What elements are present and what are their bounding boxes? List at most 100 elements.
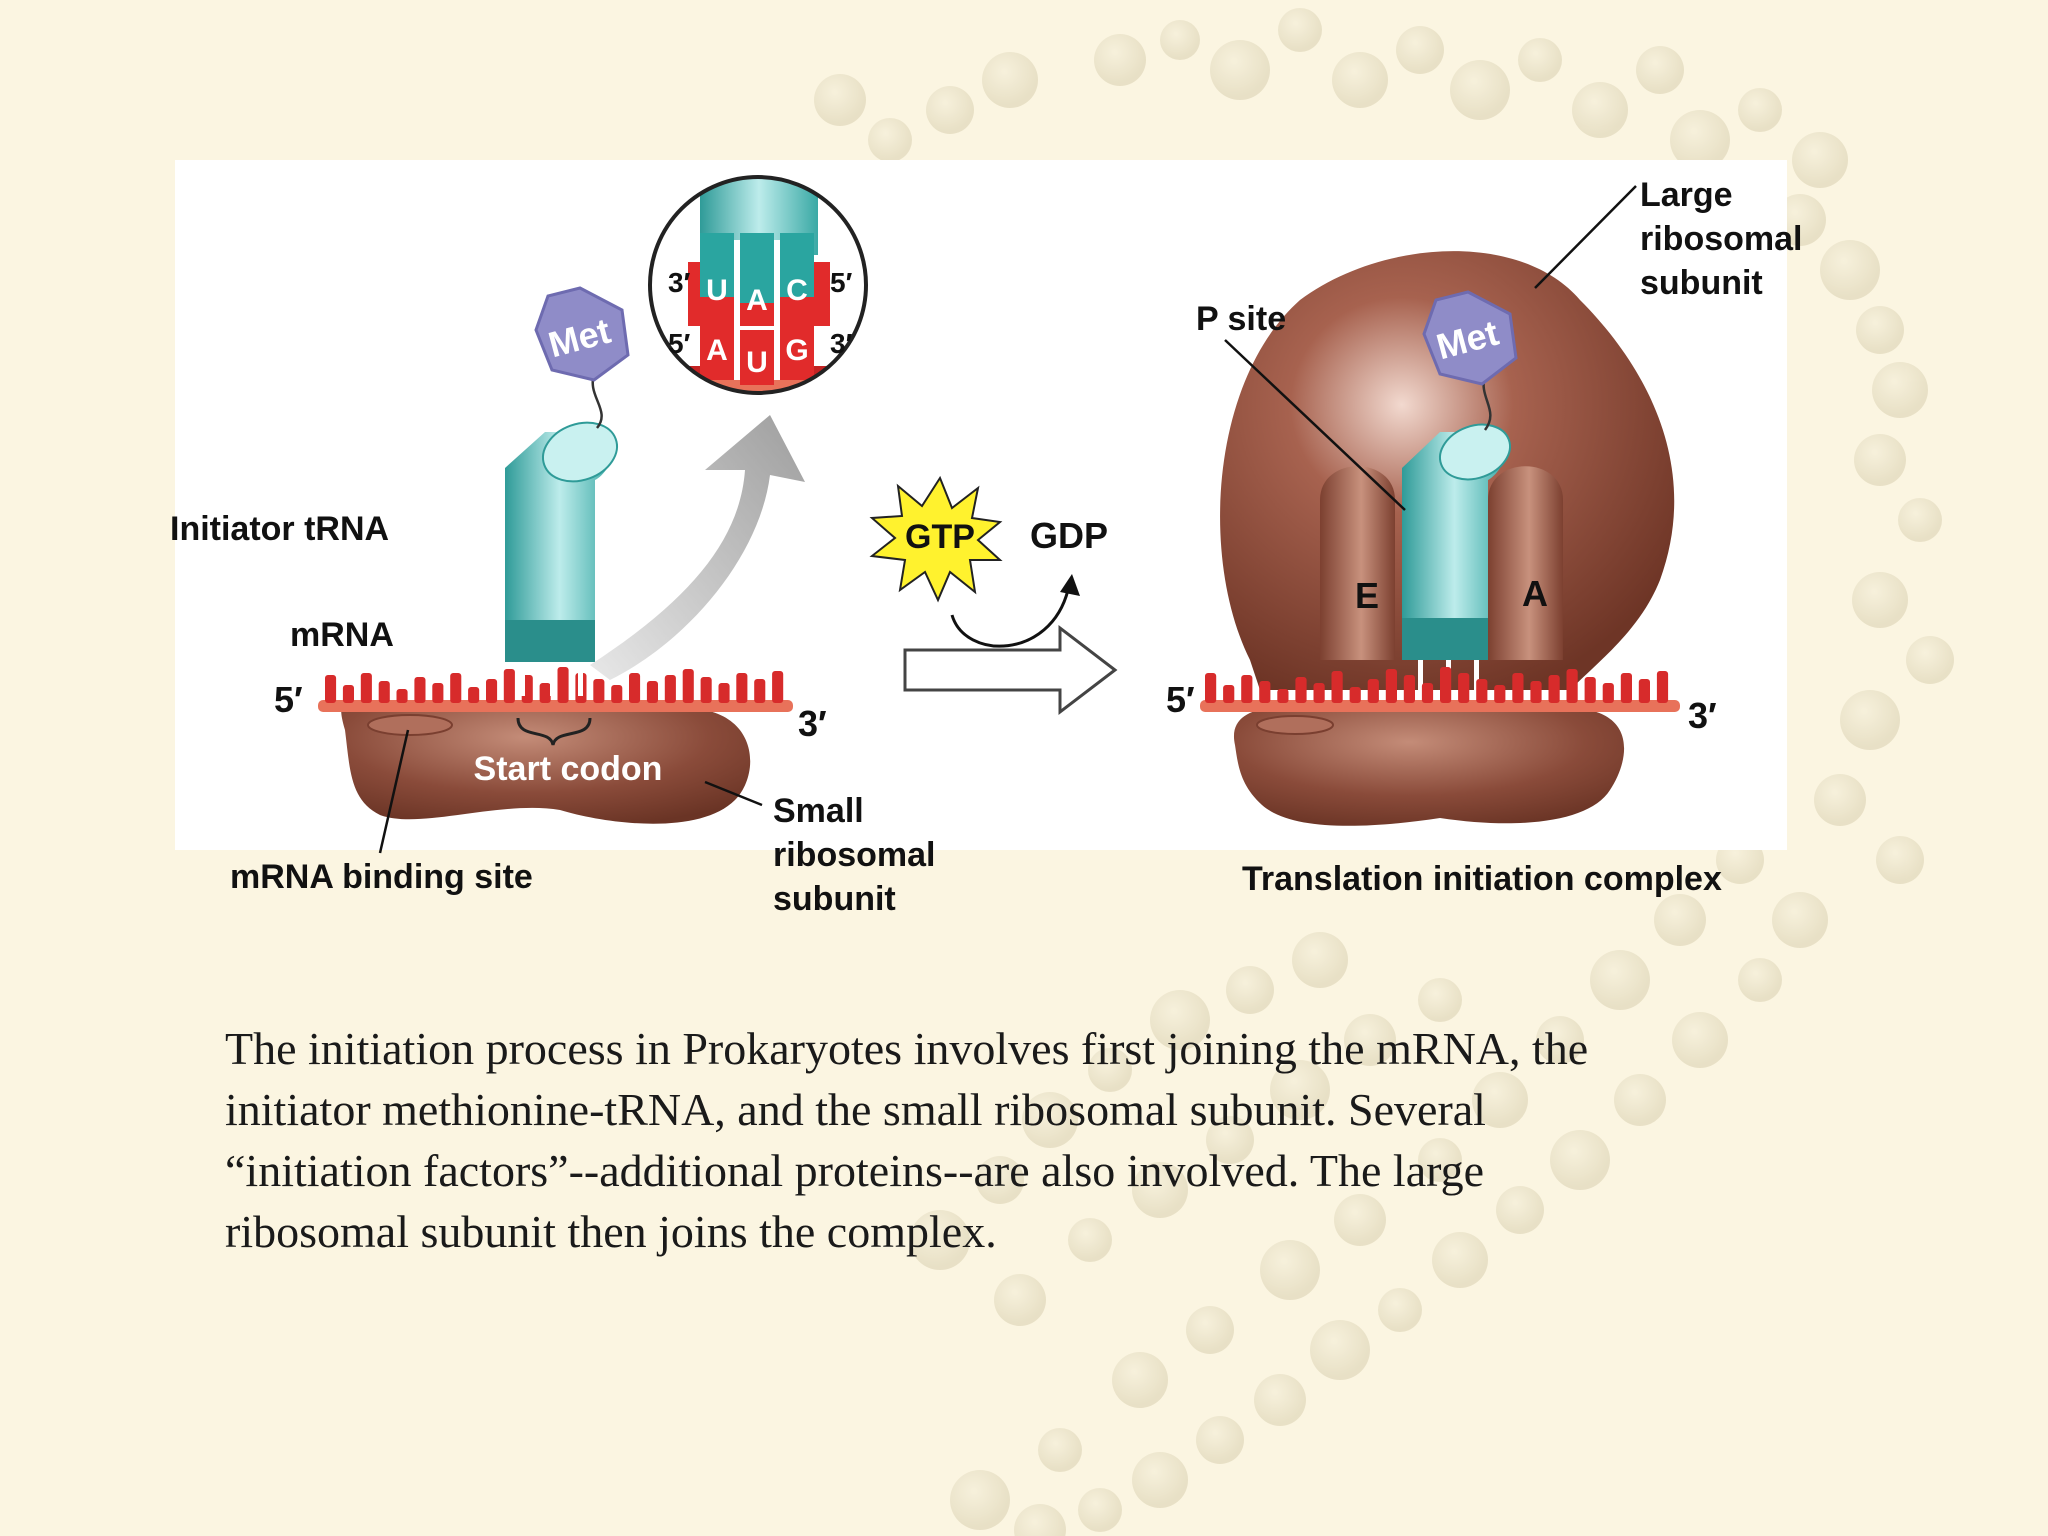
small-subunit-label-1: Small [773,792,864,830]
mrna-nucleotide [1385,669,1397,703]
background-bubble [1038,1428,1082,1472]
mrna-nucleotide [1440,667,1452,703]
e-site-shape [1320,466,1395,660]
background-bubble [1654,894,1706,946]
mrna-nucleotide [1530,681,1542,703]
small-subunit-label-2: ribosomal [773,836,935,874]
start-codon-brace [516,717,592,746]
codon-inset: 3′ U A C 5′ 5′ A U G 3′ [648,175,868,395]
background-bubble [1738,958,1782,1002]
background-bubble [1226,966,1274,1014]
background-bubble [976,1156,1024,1204]
mrna-nucleotide [1476,679,1488,703]
mrna-label: mRNA [290,616,394,654]
left-5prime-label: 5′ [274,679,303,720]
small-subunit-right-shape [1233,706,1625,826]
mrna-nucleotide [1205,673,1217,703]
background-bubble [1160,20,1200,60]
p-site-label: P site [1196,300,1286,338]
slide-body-text: The initiation process in Prokaryotes in… [225,1018,1865,1262]
mrna-nucleotide [611,685,623,703]
background-bubble [1270,1060,1330,1120]
background-bubble [1432,1232,1488,1288]
mrna-nucleotide [486,679,498,703]
mrna-nucleotide [325,675,337,703]
mrna-nucleotide [646,681,658,703]
zoom-arrow [590,415,805,680]
background-bubble [1022,1092,1078,1148]
background-bubble [1590,950,1650,1010]
background-bubble [1344,1014,1396,1066]
background-bubble [926,86,974,134]
background-bubble [1898,498,1942,542]
mrna-nucleotide [1223,685,1235,703]
large-subunit-label-3: subunit [1640,264,1763,302]
anticodon-legs-right [1418,636,1479,698]
mrna-nucleotide [1277,689,1289,703]
mrna-nucleotide [1331,671,1343,703]
large-subunit-label-1: Large [1640,176,1733,214]
mrna-nucleotide [736,673,748,703]
left-3prime-label: 3′ [798,703,827,744]
mrna-binding-site-shape [367,714,453,736]
background-bubble [1278,8,1322,52]
body-line-2: initiator methionine-tRNA, and the small… [225,1084,1486,1135]
codon-5prime: 5′ [668,328,691,359]
background-bubble [950,1470,1010,1530]
background-bubble [1186,1306,1234,1354]
codon-base-2: U [746,346,768,379]
mrna-nucleotide [539,683,551,703]
background-bubble [1292,932,1348,988]
anticodon-base-1: U [706,274,728,307]
background-bubble [1814,774,1866,826]
background-bubble [1792,132,1848,188]
background-bubble [1906,636,1954,684]
body-line-3: “initiation factors”--additional protein… [225,1145,1485,1196]
background-bubble [1078,1488,1122,1532]
mrna-binding-site-leader [378,729,410,854]
anticodon-5prime: 5′ [830,267,853,298]
a-site-label: A [1522,573,1548,614]
mrna-nucleotide [378,681,390,703]
background-bubble [1518,38,1562,82]
mrna-nucleotide [682,669,694,703]
mrna-nucleotide [1512,673,1524,703]
mrna-nucleotide [1367,679,1379,703]
background-bubble [868,118,912,162]
background-bubble [1852,572,1908,628]
background-bubble [1310,1320,1370,1380]
body-line-1: The initiation process in Prokaryotes in… [225,1023,1589,1074]
background-bubble [1418,978,1462,1022]
anticodon-3prime: 3′ [668,267,691,298]
p-site-leader [1224,339,1406,511]
background-bubble [1496,1186,1544,1234]
mrna-binding-site-right [1256,715,1334,735]
mrna-nucleotide [1295,677,1307,703]
background-bubble [1332,52,1388,108]
met-hexagon-left [534,286,630,382]
mrna-nucleotide [468,687,480,703]
mrna-nucleotide [396,689,408,703]
mrna-nucleotide [360,673,372,703]
small-subunit-label-3: subunit [773,880,896,918]
background-bubble [1536,1016,1584,1064]
background-bubble [1856,306,1904,354]
background-bubble [1378,1288,1422,1332]
mrna-nucleotide [1259,681,1271,703]
mrna-nucleotides-right [1205,667,1669,703]
background-bubble [982,52,1038,108]
initiator-trna-label: Initiator tRNA [170,510,389,548]
codon-3prime: 3′ [830,328,853,359]
small-subunit-leader [704,780,763,807]
background-bubble [1206,1116,1254,1164]
background-bubble [1068,1218,1112,1262]
gdp-arrowhead [1060,574,1080,596]
background-bubble [1254,1374,1306,1426]
background-bubbles [814,8,1954,1536]
initiator-trna-shape [505,432,615,640]
background-bubble [1334,1194,1386,1246]
background-bubble [1614,1074,1666,1126]
mrna-nucleotide [1241,675,1253,703]
large-subunit-leader [1534,185,1637,289]
background-bubble [1132,1162,1188,1218]
